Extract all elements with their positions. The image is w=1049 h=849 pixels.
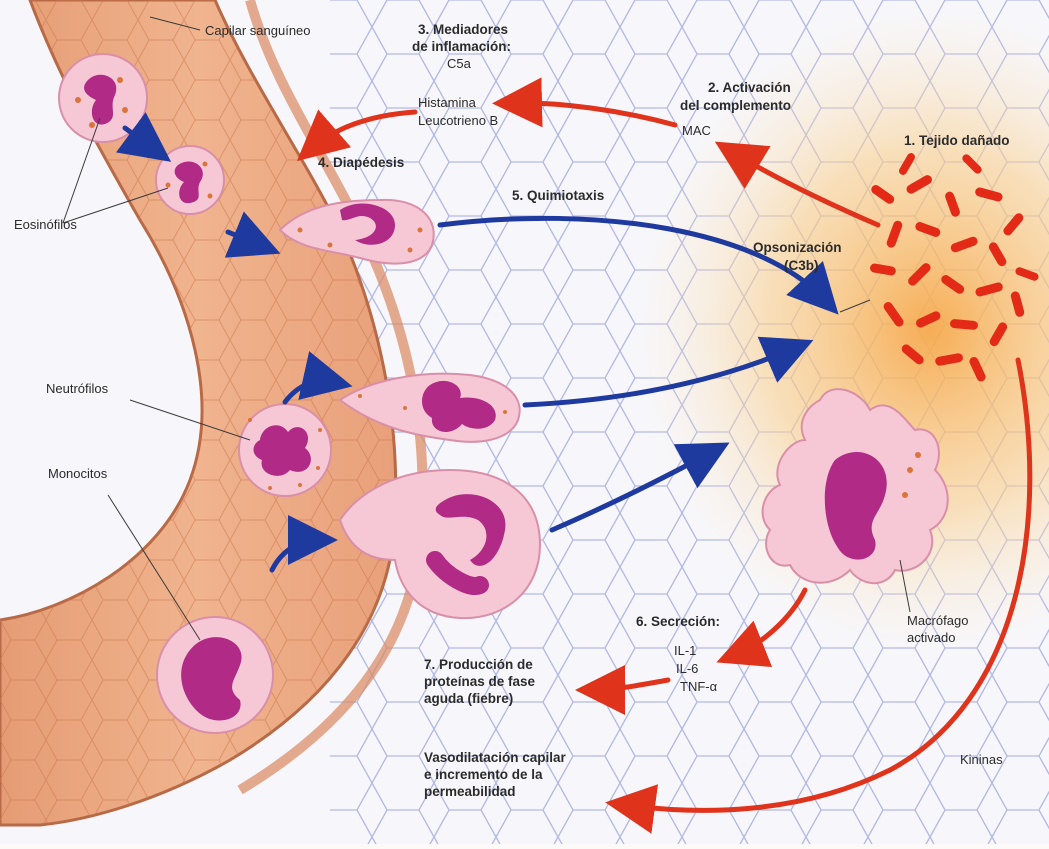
vasodilation-line1: Vasodilatación capilar [424,750,566,765]
acute-phase-line1: 7. Producción de [424,657,533,672]
mediators-title-line2: de inflamación: [412,39,511,54]
capillary-label: Capilar sanguíneo [205,24,311,39]
c5a-label: C5a [447,57,471,72]
vasodilation-line3: permeabilidad [424,784,516,799]
monocytes-label: Monocitos [48,467,107,482]
mac-label: MAC [682,124,711,139]
il1-label: IL-1 [674,644,696,659]
neutrophil-1 [239,404,331,496]
chemotaxis-label: 5. Quimiotaxis [512,188,604,203]
monocyte-1 [157,617,273,733]
macrophage-label-line1: Macrófago [907,614,968,629]
leukotriene-label: Leucotrieno B [418,114,498,129]
eosinophil-2 [156,146,224,214]
complement-title-line2: del complemento [680,98,791,113]
kinins-label: Kininas [960,753,1003,768]
eosinophils-label: Eosinófilos [14,218,77,233]
macrophage-label-line2: activado [907,631,955,646]
eosinophil-1 [59,54,147,142]
opsonization-label: Opsonización [753,240,842,255]
complement-title-line1: 2. Activación [708,80,791,95]
il6-label: IL-6 [676,662,698,677]
vasodilation-line2: e incremento de la [424,767,543,782]
acute-phase-line3: aguda (fiebre) [424,691,513,706]
damaged-tissue-label: 1. Tejido dañado [904,133,1010,148]
tnf-label: TNF-α [680,680,717,695]
secretion-label: 6. Secreción: [636,614,720,629]
c3b-label: (C3b) [784,258,819,273]
mediators-title-line1: 3. Mediadores [418,22,508,37]
acute-phase-line2: proteínas de fase [424,674,535,689]
histamine-label: Histamina [418,96,476,111]
neutrophils-label: Neutrófilos [46,382,108,397]
diapedesis-label: 4. Diapédesis [318,155,404,170]
